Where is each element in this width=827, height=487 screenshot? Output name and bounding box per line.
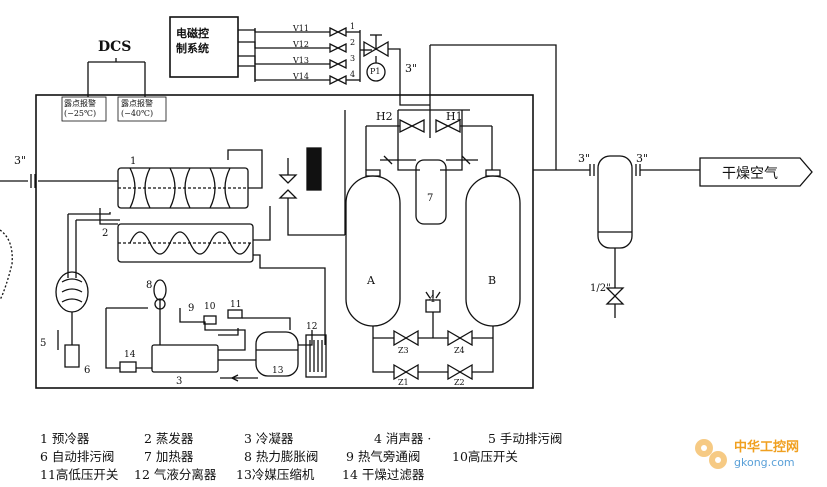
- filter-out-size-label: 3": [636, 152, 649, 165]
- component-num-4: 4: [429, 294, 436, 305]
- dry-air-label: 干燥空气: [722, 166, 778, 182]
- legend-row2-item1: 6 自动排污阀: [40, 449, 115, 464]
- legend-row1-item3: 3 冷凝器: [244, 431, 294, 446]
- z2-label: Z2: [454, 378, 465, 387]
- legend-row3-item2: 12 气液分离器: [134, 467, 217, 482]
- gear-logo-icon: [695, 439, 727, 469]
- z1-label: Z1: [398, 378, 409, 387]
- valve-line-label-4: V14: [293, 72, 309, 81]
- z3-label: Z3: [398, 346, 409, 355]
- top-size-label: 3": [405, 62, 418, 75]
- legend-row2-item5: 10高压开关: [452, 449, 518, 464]
- h2-label: H2: [376, 110, 393, 123]
- refrigerant-compressor: [255, 331, 299, 377]
- watermark-url: gkong.com: [734, 456, 795, 469]
- tower-a-label: A: [367, 274, 375, 287]
- component-num-14: 14: [124, 350, 136, 360]
- valve-num-2: 2: [350, 38, 356, 47]
- heater: [415, 159, 447, 225]
- controller-label: 电磁控 制系统: [176, 27, 209, 55]
- component-num-1: 1: [130, 156, 137, 167]
- legend-row3-item4: 14 干燥过滤器: [342, 467, 425, 482]
- inlet-size-label: 3": [14, 154, 27, 167]
- watermark: 中华工控网 gkong.com: [690, 434, 820, 474]
- adsorption-tower-a: [345, 175, 401, 327]
- controller-box: [169, 16, 239, 78]
- filter-in-size-label: 3": [578, 152, 591, 165]
- alarm-box-right: [117, 96, 167, 122]
- adsorption-tower-b: [465, 175, 521, 327]
- valve-z1: [393, 363, 419, 381]
- valve-num-4: 4: [350, 70, 356, 79]
- component-num-10: 10: [204, 302, 216, 312]
- condenser: [151, 344, 219, 373]
- dry-air-outlet: [699, 157, 813, 187]
- legend-row1-item2: 2 蒸发器: [144, 431, 194, 446]
- tower-b-label: B: [488, 274, 497, 287]
- valve-num-1: 1: [350, 22, 356, 31]
- legend-row1-item4: 4 消声器 ·: [374, 431, 432, 446]
- dcs-label: DCS: [98, 39, 132, 55]
- valve-z4: [447, 329, 473, 347]
- legend-row3-item1: 11高低压开关: [40, 467, 119, 482]
- auto-drain: [55, 271, 89, 313]
- alarm-right-label: 露点报警 (−40℃): [121, 99, 154, 118]
- legend-row1-item5: 5 手动排污阀: [488, 431, 563, 446]
- component-num-6: 6: [84, 365, 91, 376]
- gas-liquid-separator: [305, 334, 327, 378]
- drying-filter: [119, 361, 137, 373]
- valve-line-label-1: V11: [293, 24, 309, 33]
- drain-size-label: 1/2": [590, 283, 611, 294]
- component-num-9: 9: [188, 303, 195, 314]
- legend-row2-item4: 9 热气旁通阀: [346, 449, 421, 464]
- alarm-box-left: [61, 96, 107, 122]
- valve-num-3: 3: [350, 54, 356, 63]
- valve-line-label-2: V12: [293, 40, 309, 49]
- dryer-enclosure: [35, 94, 534, 389]
- valve-line-label-3: V13: [293, 56, 309, 65]
- muffler: [425, 299, 441, 313]
- valve-z3: [393, 329, 419, 347]
- alarm-left-label: 露点报警 (−25℃): [64, 99, 97, 118]
- component-num-5: 5: [40, 338, 47, 349]
- legend-row3-item3: 13冷媒压缩机: [236, 467, 315, 482]
- legend-row1-item1: 1 预冷器: [40, 431, 90, 446]
- legend-row2-item3: 8 热力膨胀阀: [244, 449, 319, 464]
- heater-grill: [306, 147, 322, 191]
- component-num-8: 8: [146, 280, 153, 291]
- component-num-12: 12: [306, 322, 318, 332]
- h1-label: H1: [446, 110, 463, 123]
- component-num-3: 3: [176, 376, 183, 387]
- legend-row2-item2: 7 加热器: [144, 449, 194, 464]
- valve-z2: [447, 363, 473, 381]
- component-num-13: 13: [272, 366, 284, 376]
- pressure-gauge-label: P1: [370, 67, 381, 76]
- component-num-2: 2: [102, 228, 109, 239]
- dry-filter: [597, 155, 633, 249]
- solenoid-valves: [329, 26, 347, 86]
- component-num-7: 7: [427, 193, 434, 204]
- watermark-title: 中华工控网: [734, 440, 800, 455]
- z4-label: Z4: [454, 346, 465, 355]
- valve-h2: [399, 118, 425, 134]
- component-num-11: 11: [230, 300, 242, 310]
